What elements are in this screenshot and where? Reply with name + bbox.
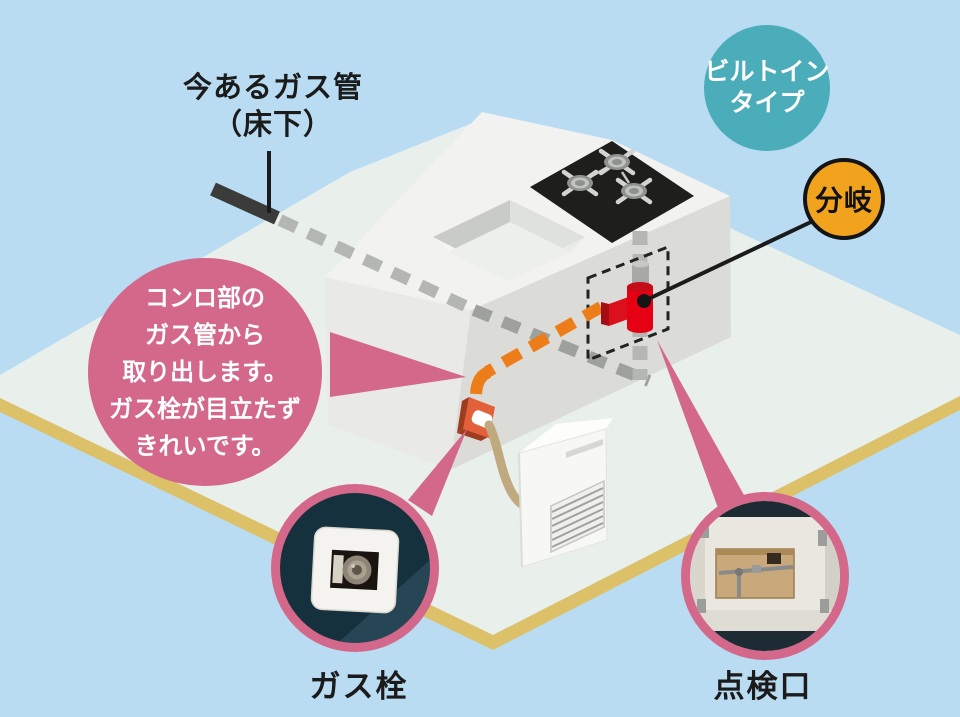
existing-pipe-dashed bbox=[277, 214, 652, 387]
burner bbox=[615, 177, 653, 205]
inspection-area-dashed-outline bbox=[586, 244, 670, 363]
heater-grille bbox=[550, 479, 605, 554]
inspection-photo-wedge bbox=[657, 340, 744, 508]
sink bbox=[433, 200, 585, 281]
branch-valve bbox=[601, 260, 653, 333]
inspection-opening bbox=[715, 548, 795, 599]
gas-heater bbox=[518, 418, 613, 568]
speech-bubble bbox=[88, 258, 322, 486]
branch-badge: 分岐 bbox=[803, 158, 885, 240]
speech-bubble-text: コンロ部の ガス管から 取り出します。 ガス栓が目立たず きれいです。 bbox=[109, 285, 301, 460]
gas-hose bbox=[484, 420, 528, 510]
gas-tap-label: ガス栓 bbox=[309, 669, 409, 704]
counter-front-face bbox=[450, 196, 731, 470]
builtin-stove-top bbox=[530, 141, 694, 243]
builtin-type-badge: ビルトイン タイプ bbox=[704, 25, 830, 151]
gastap-photo-wedge bbox=[408, 429, 467, 516]
heater-top-slot bbox=[566, 439, 603, 458]
branch-connector-dot bbox=[637, 294, 651, 308]
existing-pipe-solid bbox=[210, 182, 280, 225]
photo-gas-tap bbox=[271, 484, 439, 652]
branch-pipe-dashed bbox=[470, 301, 604, 395]
burner bbox=[561, 169, 599, 197]
bubble-pointer-wedge bbox=[330, 332, 466, 397]
existing-pipe-label: 今あるガス管 （床下） bbox=[182, 72, 363, 141]
inspection-port-label: 点検口 bbox=[713, 669, 813, 704]
branch-connector-line bbox=[643, 219, 814, 303]
burner bbox=[598, 148, 636, 176]
photo-inspection-port bbox=[681, 492, 849, 660]
